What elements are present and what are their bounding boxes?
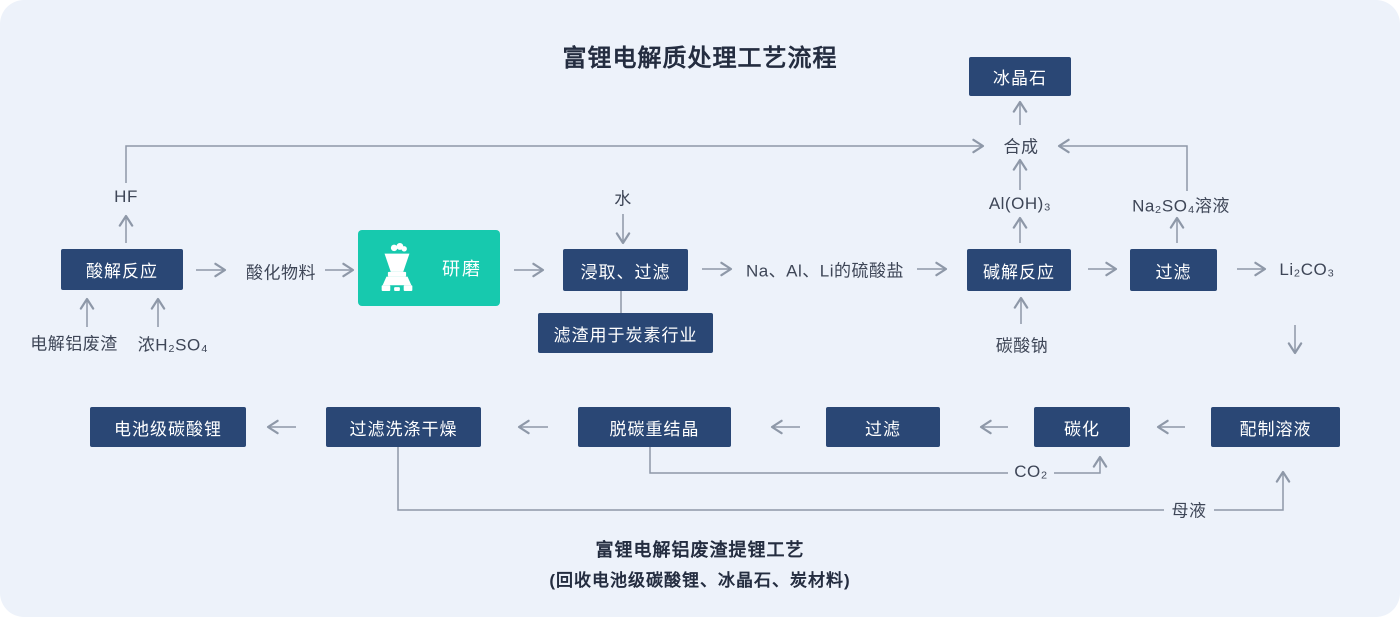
arrow-co2-to-carbonation	[1054, 455, 1108, 474]
node-prepare-solution: 配制溶液	[1211, 407, 1340, 447]
node-filter-wash-dry: 过滤洗涤干燥	[326, 407, 481, 447]
line-decarb-to-co2	[649, 447, 1008, 474]
arrow-mother-liquor-to-prepare	[1214, 470, 1291, 511]
node-leach-filter-label: 浸取、过滤	[580, 262, 671, 282]
node-decarb-recrystallize-label: 脱碳重结晶	[609, 419, 700, 439]
label-co2: CO₂	[1014, 462, 1048, 481]
label-oxidized-material: 酸化物料	[246, 263, 316, 283]
node-filter-wash-dry-label: 过滤洗涤干燥	[349, 419, 458, 439]
line-washdry-to-mother-liquor	[397, 447, 1164, 511]
node-leach-filter: 浸取、过滤	[563, 249, 688, 291]
node-carbonation: 碳化	[1034, 407, 1130, 447]
node-cryolite: 冰晶石	[969, 57, 1071, 96]
diagram-title: 富锂电解质处理工艺流程	[562, 45, 838, 72]
node-grinding-label: 研磨	[442, 259, 482, 279]
label-sulfates: Na、Al、Li的硫酸盐	[745, 261, 905, 281]
caption-process-name: 富锂电解铝废渣提锂工艺	[595, 540, 805, 560]
grinder-mill-icon	[381, 242, 413, 291]
node-carbonation-label: 碳化	[1064, 419, 1100, 439]
node-battery-grade-li2co3-label: 电池级碳酸锂	[114, 419, 222, 439]
node-filter-bottom-label: 过滤	[865, 419, 901, 439]
node-alkaline-reaction: 碱解反应	[967, 249, 1071, 291]
label-water: 水	[614, 189, 632, 209]
label-electrolytic-al-residue: 电解铝废渣	[30, 334, 118, 354]
node-acidolysis-label: 酸解反应	[86, 262, 158, 281]
arrow-na2so4-to-synthesis	[1057, 138, 1188, 191]
node-acidolysis: 酸解反应	[61, 249, 183, 290]
label-al-oh3: Al(OH)₃	[988, 194, 1052, 213]
node-decarb-recrystallize: 脱碳重结晶	[578, 407, 731, 447]
node-cryolite-label: 冰晶石	[993, 69, 1047, 88]
label-conc-h2so4: 浓H₂SO₄	[137, 335, 209, 355]
node-residue-use-label: 滤渣用于炭素行业	[553, 325, 698, 345]
label-li2co3: Li₂CO₃	[1279, 260, 1335, 279]
label-mother-liquor: 母液	[1171, 501, 1207, 521]
label-sodium-carbonate: 碳酸钠	[995, 336, 1049, 356]
label-na2so4-solution: Na₂SO₄溶液	[1132, 196, 1230, 216]
node-grinding: 研磨	[358, 230, 500, 306]
label-hf: HF	[114, 187, 138, 206]
node-battery-grade-li2co3: 电池级碳酸锂	[90, 407, 246, 447]
node-alkaline-reaction-label: 碱解反应	[983, 262, 1055, 282]
caption-recovery-note: (回收电池级碳酸锂、冰晶石、炭材料)	[549, 571, 851, 590]
arrow-hf-to-synthesis	[125, 138, 985, 183]
node-filter-top: 过滤	[1130, 249, 1217, 291]
node-prepare-solution-label: 配制溶液	[1239, 419, 1312, 439]
label-synthesis: 合成	[1003, 137, 1039, 157]
node-filter-bottom: 过滤	[826, 407, 940, 447]
node-filter-top-label: 过滤	[1155, 262, 1192, 282]
node-residue-use: 滤渣用于炭素行业	[538, 313, 713, 353]
